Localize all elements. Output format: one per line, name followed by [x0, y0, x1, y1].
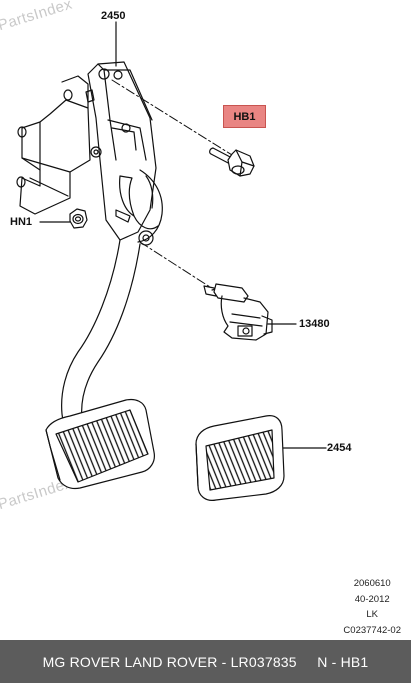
drawing-info-line: C0237742-02	[343, 624, 401, 636]
pedal-box-bracket	[16, 61, 159, 241]
drawing-info: 2060610 40-2012 LK C0237742-02	[343, 576, 401, 638]
callout-hb1-label: HB1	[233, 110, 256, 123]
assembly-axis-lines	[111, 79, 241, 288]
callout-hb1-highlighted[interactable]: HB1	[223, 105, 266, 128]
drawing-info-line: 40-2012	[354, 593, 390, 605]
pedal-assembly-drawing	[16, 21, 327, 501]
leader-lines	[39, 21, 327, 449]
footer-gap	[297, 654, 317, 670]
footer-separator: -	[217, 653, 231, 670]
footer-code: N - HB1	[317, 653, 369, 670]
drawing-info-line: 2060610	[353, 578, 391, 589]
footer-bar: MG ROVER LAND ROVER - LR037835 N - HB1	[0, 640, 411, 683]
pedal-pivot	[137, 169, 163, 246]
nut-hn1	[69, 208, 88, 229]
bolt-hb1	[209, 147, 255, 177]
parts-diagram: PartsIndex PartsIndex	[0, 0, 401, 638]
switch-13480	[203, 283, 273, 341]
callout-2454[interactable]: 2454	[327, 442, 352, 454]
footer-part-number: LR037835	[230, 653, 297, 670]
callout-2450[interactable]: 2450	[101, 10, 126, 22]
callout-hn1[interactable]: HN1	[10, 216, 33, 228]
drawing-info-line: LK	[366, 609, 379, 620]
callout-13480[interactable]: 13480	[299, 318, 330, 330]
pedal-pad-2454	[195, 415, 285, 501]
pedal-pad-left	[45, 398, 155, 490]
footer-brand: MG ROVER LAND ROVER	[42, 653, 218, 670]
